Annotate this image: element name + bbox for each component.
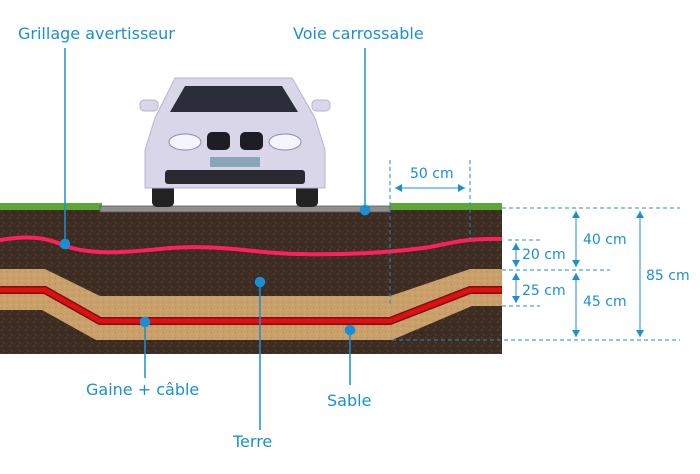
dim-grillage-to-sand: 20 cm xyxy=(522,247,566,263)
dimension-lines xyxy=(389,160,680,341)
grass-left xyxy=(0,203,102,210)
dim-sand-layer: 25 cm xyxy=(522,283,566,299)
road-surface xyxy=(99,205,391,213)
label-sable: Sable xyxy=(327,391,372,410)
car-icon xyxy=(139,77,331,207)
dim-width-offset: 50 cm xyxy=(410,166,454,182)
dim-grillage-depth: 40 cm xyxy=(583,232,627,248)
label-grillage: Grillage avertisseur xyxy=(18,24,175,43)
label-terre: Terre xyxy=(233,432,273,451)
label-voie: Voie carrossable xyxy=(293,24,424,43)
dim-cable-depth: 45 cm xyxy=(583,294,627,310)
grass-right xyxy=(390,203,502,210)
dim-total-depth: 85 cm xyxy=(646,268,690,284)
label-gaine: Gaine + câble xyxy=(86,380,200,399)
cable-core xyxy=(0,287,502,324)
